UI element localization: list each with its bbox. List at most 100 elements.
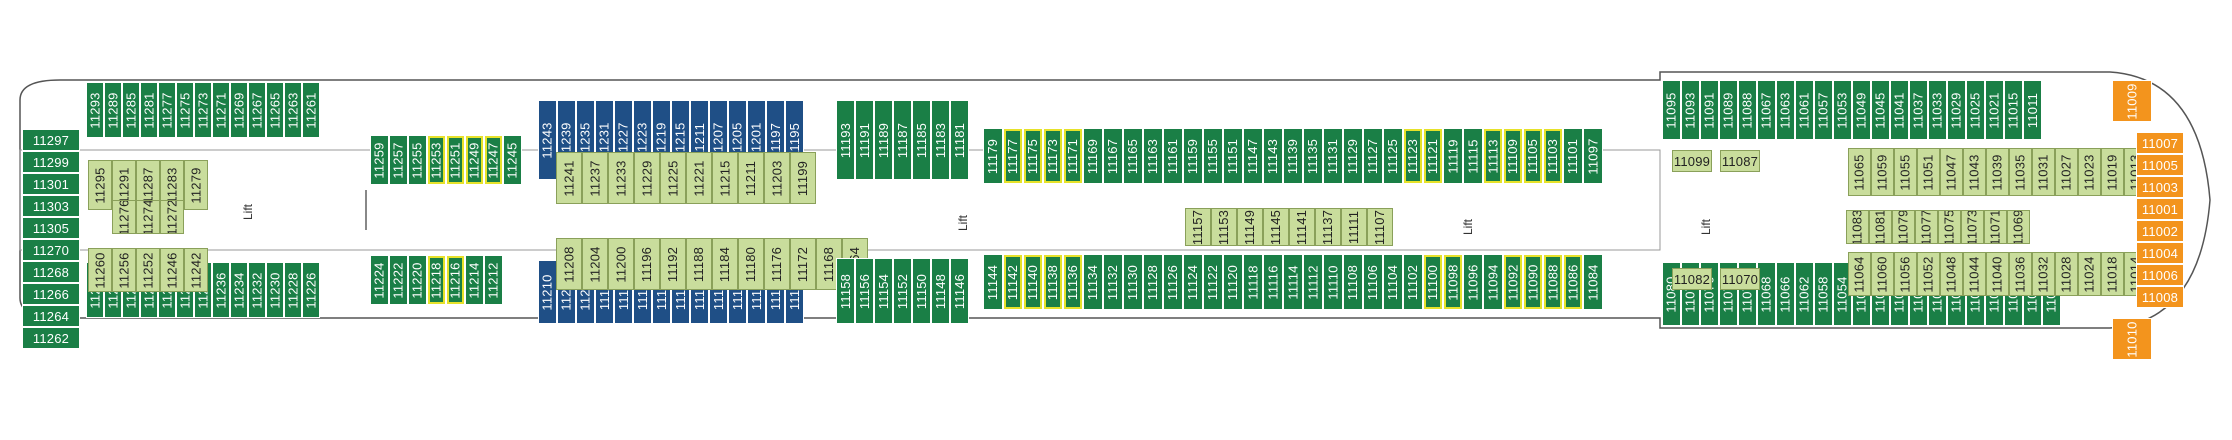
- cabin-11215[interactable]: 11215: [712, 152, 738, 204]
- cabin-11043[interactable]: 11043: [1963, 148, 1986, 196]
- cabin-11279[interactable]: 11279: [184, 160, 208, 210]
- cabin-11158[interactable]: 11158: [836, 258, 855, 324]
- cabin-11191[interactable]: 11191: [855, 100, 874, 180]
- cabin-11135[interactable]: 11135: [1303, 128, 1323, 184]
- cabin-11129[interactable]: 11129: [1343, 128, 1363, 184]
- cabin-11125[interactable]: 11125: [1383, 128, 1403, 184]
- cabin-11114[interactable]: 11114: [1283, 254, 1303, 310]
- cabin-11040[interactable]: 11040: [1986, 252, 2009, 296]
- cabin-11270[interactable]: 11270: [22, 239, 80, 261]
- cabin-11102[interactable]: 11102: [1403, 254, 1423, 310]
- cabin-11081[interactable]: 11081: [1869, 210, 1892, 244]
- cabin-11187[interactable]: 11187: [893, 100, 912, 180]
- cabin-11154[interactable]: 11154: [874, 258, 893, 324]
- cabin-11172[interactable]: 11172: [790, 238, 816, 290]
- cabin-11169[interactable]: 11169: [1083, 128, 1103, 184]
- cabin-11255[interactable]: 11255: [408, 135, 427, 185]
- cabin-11230[interactable]: 11230: [266, 262, 284, 318]
- cabin-11265[interactable]: 11265: [266, 82, 284, 138]
- cabin-11233[interactable]: 11233: [608, 152, 634, 204]
- cabin-11028[interactable]: 11028: [2055, 252, 2078, 296]
- cabin-11131[interactable]: 11131: [1323, 128, 1343, 184]
- cabin-11204[interactable]: 11204: [582, 238, 608, 290]
- cabin-11068[interactable]: 11068: [1757, 262, 1776, 326]
- cabin-11101[interactable]: 11101: [1563, 128, 1583, 184]
- cabin-11079[interactable]: 11079: [1892, 210, 1915, 244]
- cabin-11033[interactable]: 11033: [1928, 80, 1947, 140]
- cabin-11006[interactable]: 11006: [2136, 264, 2184, 286]
- cabin-11269[interactable]: 11269: [230, 82, 248, 138]
- cabin-11051[interactable]: 11051: [1917, 148, 1940, 196]
- cabin-11262[interactable]: 11262: [22, 327, 80, 349]
- cabin-11086[interactable]: 11086: [1563, 254, 1583, 310]
- cabin-11095[interactable]: 11095: [1662, 80, 1681, 140]
- cabin-11249[interactable]: 11249: [465, 135, 484, 185]
- cabin-11161[interactable]: 11161: [1163, 128, 1183, 184]
- cabin-11132[interactable]: 11132: [1103, 254, 1123, 310]
- cabin-11243[interactable]: 11243: [538, 100, 557, 180]
- cabin-11119[interactable]: 11119: [1443, 128, 1463, 184]
- cabin-11252[interactable]: 11252: [136, 248, 160, 292]
- cabin-11147[interactable]: 11147: [1243, 128, 1263, 184]
- cabin-11149[interactable]: 11149: [1237, 208, 1263, 246]
- cabin-11052[interactable]: 11052: [1917, 252, 1940, 296]
- cabin-11189[interactable]: 11189: [874, 100, 893, 180]
- cabin-11277[interactable]: 11277: [158, 82, 176, 138]
- cabin-11041[interactable]: 11041: [1890, 80, 1909, 140]
- cabin-11112[interactable]: 11112: [1303, 254, 1323, 310]
- cabin-11153[interactable]: 11153: [1211, 208, 1237, 246]
- cabin-11141[interactable]: 11141: [1289, 208, 1315, 246]
- cabin-11275[interactable]: 11275: [176, 82, 194, 138]
- cabin-11008[interactable]: 11008: [2136, 286, 2184, 308]
- cabin-11139[interactable]: 11139: [1283, 128, 1303, 184]
- cabin-11242[interactable]: 11242: [184, 248, 208, 292]
- cabin-11025[interactable]: 11025: [1966, 80, 1985, 140]
- cabin-11196[interactable]: 11196: [634, 238, 660, 290]
- cabin-11299[interactable]: 11299: [22, 151, 80, 173]
- cabin-11061[interactable]: 11061: [1795, 80, 1814, 140]
- cabin-11031[interactable]: 11031: [2032, 148, 2055, 196]
- cabin-11103[interactable]: 11103: [1543, 128, 1563, 184]
- cabin-11266[interactable]: 11266: [22, 283, 80, 305]
- cabin-11066[interactable]: 11066: [1776, 262, 1795, 326]
- cabin-11055[interactable]: 11055: [1894, 148, 1917, 196]
- cabin-11090[interactable]: 11090: [1523, 254, 1543, 310]
- cabin-11075[interactable]: 11075: [1938, 210, 1961, 244]
- cabin-11096[interactable]: 11096: [1463, 254, 1483, 310]
- cabin-11060[interactable]: 11060: [1871, 252, 1894, 296]
- cabin-11065[interactable]: 11065: [1848, 148, 1871, 196]
- cabin-11113[interactable]: 11113: [1483, 128, 1503, 184]
- cabin-11127[interactable]: 11127: [1363, 128, 1383, 184]
- cabin-11009[interactable]: 11009: [2112, 80, 2152, 122]
- cabin-11140[interactable]: 11140: [1023, 254, 1043, 310]
- cabin-11273[interactable]: 11273: [194, 82, 212, 138]
- cabin-11088[interactable]: 11088: [1738, 80, 1757, 140]
- cabin-11018[interactable]: 11018: [2101, 252, 2124, 296]
- cabin-11024[interactable]: 11024: [2078, 252, 2101, 296]
- cabin-11122[interactable]: 11122: [1203, 254, 1223, 310]
- cabin-11004[interactable]: 11004: [2136, 242, 2184, 264]
- cabin-11224[interactable]: 11224: [370, 255, 389, 305]
- cabin-11082[interactable]: 11082: [1672, 268, 1712, 290]
- cabin-11241[interactable]: 11241: [556, 152, 582, 204]
- cabin-11184[interactable]: 11184: [712, 238, 738, 290]
- cabin-11253[interactable]: 11253: [427, 135, 446, 185]
- cabin-11100[interactable]: 11100: [1423, 254, 1443, 310]
- cabin-11045[interactable]: 11045: [1871, 80, 1890, 140]
- cabin-11180[interactable]: 11180: [738, 238, 764, 290]
- cabin-11142[interactable]: 11142: [1003, 254, 1023, 310]
- cabin-11136[interactable]: 11136: [1063, 254, 1083, 310]
- cabin-11137[interactable]: 11137: [1315, 208, 1341, 246]
- cabin-11002[interactable]: 11002: [2136, 220, 2184, 242]
- cabin-11062[interactable]: 11062: [1795, 262, 1814, 326]
- cabin-11155[interactable]: 11155: [1203, 128, 1223, 184]
- cabin-11037[interactable]: 11037: [1909, 80, 1928, 140]
- cabin-11234[interactable]: 11234: [230, 262, 248, 318]
- cabin-11130[interactable]: 11130: [1123, 254, 1143, 310]
- cabin-11047[interactable]: 11047: [1940, 148, 1963, 196]
- cabin-11053[interactable]: 11053: [1833, 80, 1852, 140]
- cabin-11064[interactable]: 11064: [1848, 252, 1871, 296]
- cabin-11023[interactable]: 11023: [2078, 148, 2101, 196]
- cabin-11193[interactable]: 11193: [836, 100, 855, 180]
- cabin-11237[interactable]: 11237: [582, 152, 608, 204]
